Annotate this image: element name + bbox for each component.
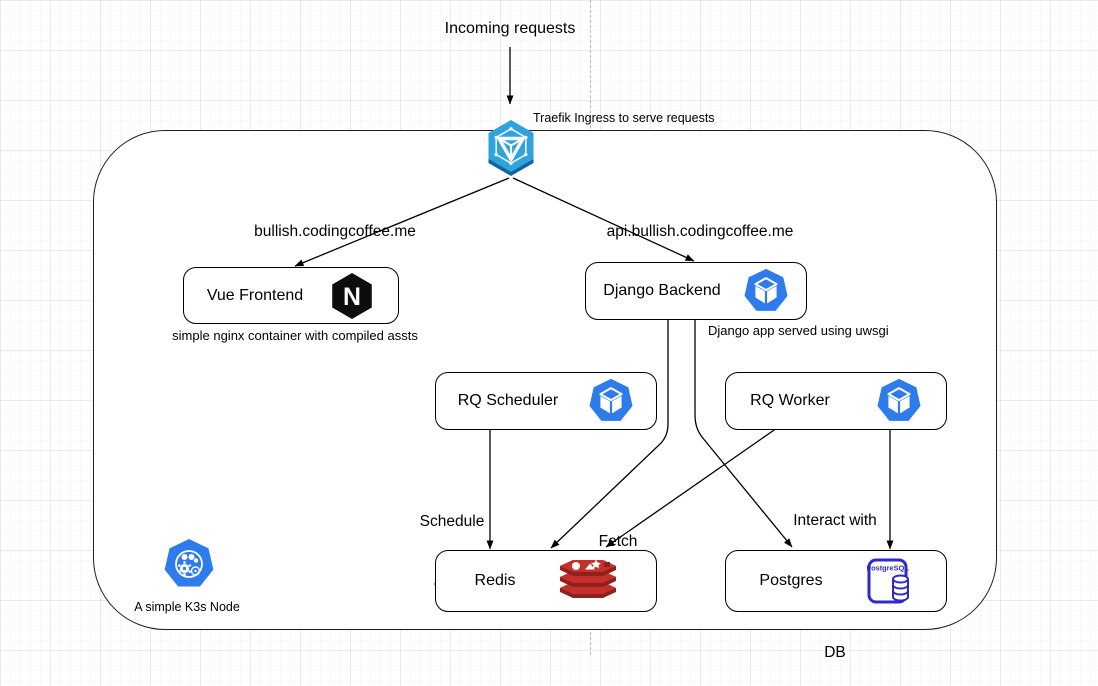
postgres-label: Postgres xyxy=(759,572,823,589)
k3s-node-icon[interactable] xyxy=(163,538,215,590)
interact-line3: DB xyxy=(824,644,846,661)
container-cube-icon xyxy=(588,378,634,424)
rq-scheduler-label: RQ Scheduler xyxy=(457,392,559,409)
node-vue-frontend[interactable]: Vue Frontend N xyxy=(183,267,399,324)
container-cube-icon xyxy=(743,268,789,314)
redis-icon xyxy=(559,558,617,604)
interact-line1: Interact with xyxy=(793,512,877,529)
schedule-line1: Schedule xyxy=(419,513,485,530)
traefik-ingress-icon[interactable] xyxy=(483,115,539,177)
rq-worker-label: RQ Worker xyxy=(750,392,830,409)
node-postgres[interactable]: Postgres PostgreSQL xyxy=(725,550,947,612)
api-route-line1: api.bullish.codingcoffee.me xyxy=(606,223,794,240)
vue-caption: simple nginx container with compiled ass… xyxy=(172,328,418,343)
node-rq-scheduler[interactable]: RQ Scheduler xyxy=(435,372,657,430)
traefik-caption: Traefik Ingress to serve requests xyxy=(533,111,715,125)
node-redis[interactable]: Redis xyxy=(435,550,657,612)
svg-text:N: N xyxy=(343,283,361,310)
django-caption: Django app served using uwsgi xyxy=(708,323,889,338)
node-rq-worker[interactable]: RQ Worker xyxy=(725,372,947,430)
postgresql-icon: PostgreSQL xyxy=(867,556,913,606)
vue-frontend-label: Vue Frontend xyxy=(206,286,304,304)
nginx-icon: N xyxy=(329,271,375,321)
k3s-caption: A simple K3s Node xyxy=(134,600,240,614)
node-django-backend[interactable]: Django Backend xyxy=(585,262,807,320)
ui-route-line1: bullish.codingcoffee.me xyxy=(254,223,416,240)
django-backend-label: Django Backend xyxy=(603,282,721,299)
container-cube-icon xyxy=(876,378,922,424)
incoming-requests-label: Incoming requests xyxy=(444,20,576,37)
redis-label: Redis xyxy=(474,572,516,589)
postgres-icon-text: PostgreSQL xyxy=(867,564,909,573)
